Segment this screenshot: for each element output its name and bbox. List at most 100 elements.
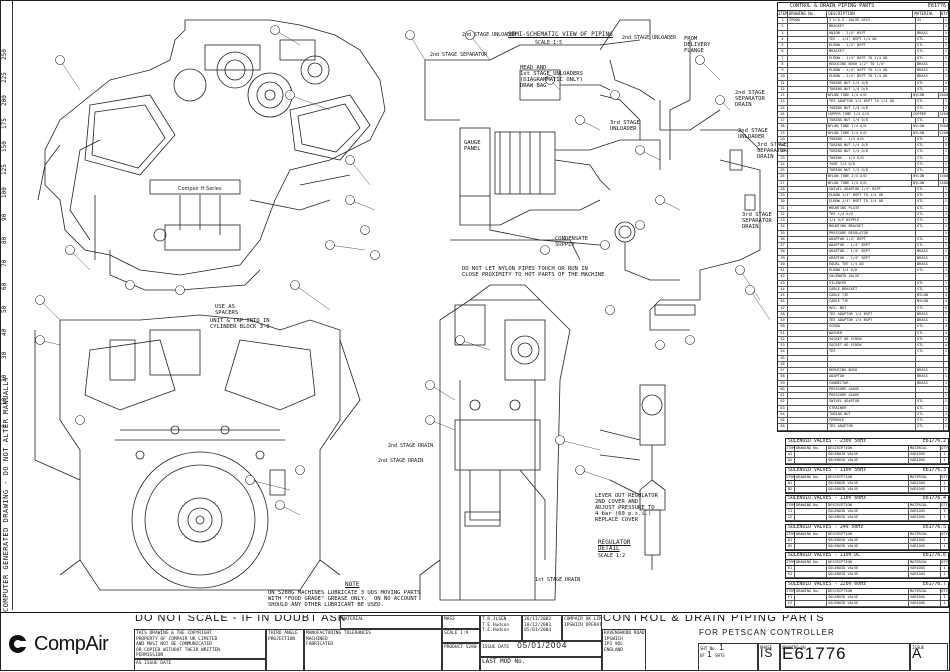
- item-balloons: [35, 25, 755, 510]
- stage2-unloader-mid-label: 2nd STAGE UNLOADER: [738, 128, 768, 140]
- cell-description: [828, 355, 916, 361]
- cell-item: 22: [778, 149, 788, 155]
- cell-item: 59: [778, 380, 788, 386]
- cell-material: VARIOUS: [909, 515, 941, 520]
- header-qty: QTY: [941, 446, 948, 450]
- cell-drawing-no: [788, 36, 828, 42]
- cell-material: NYLON: [912, 174, 940, 180]
- cell-item: C1: [786, 509, 795, 514]
- cell-drawing-no: [788, 311, 828, 317]
- cell-item: 55: [778, 355, 788, 361]
- cell-description: PRESSURE REGULATOR: [828, 230, 916, 236]
- regulator-detail-scale: SCALE 1:2: [598, 553, 626, 559]
- cell-description: CABLE TIE: [828, 299, 916, 305]
- issue-date-note: AS ISSUE DATE: [136, 661, 172, 666]
- cell-item: 45: [778, 293, 788, 299]
- cell-drawing-no: [788, 293, 828, 299]
- cell-material: STL: [916, 399, 944, 405]
- cell-material: [916, 386, 944, 392]
- cell-item: 47: [778, 305, 788, 311]
- cell-material: STL: [916, 305, 944, 311]
- cell-item: 46: [778, 299, 788, 305]
- cell-drawing-no: [788, 299, 828, 305]
- cell-qty: 1: [943, 543, 946, 548]
- cell-qty: 2200: [939, 130, 948, 135]
- cell-material: NYLON: [912, 180, 940, 186]
- solenoid-title-text: SOLENOID VALVES - 110V 50Hz: [788, 467, 866, 473]
- cell-material: NYLON: [912, 124, 940, 130]
- cell-item: 31: [778, 205, 788, 211]
- cell-material: STL: [916, 55, 944, 61]
- cell-item: 44: [778, 286, 788, 292]
- cell-drawing-no: [795, 594, 827, 600]
- cell-qty: 1: [944, 261, 948, 266]
- cell-item: B1: [786, 480, 795, 486]
- cell-item: 14: [778, 99, 788, 105]
- solenoid-title-text: SOLENOID VALVES - 220V 60Hz: [788, 581, 866, 587]
- cell-description: 2 U.D.S. VALVE ASSY: [828, 18, 916, 24]
- cell-item: 28: [778, 186, 788, 192]
- cell-description: SOLENOID VALVE: [827, 452, 909, 457]
- cell-qty: 1: [944, 55, 948, 60]
- company-name: COMPAIR UK LIMITED IPSWICH OPERATIONS: [564, 617, 602, 628]
- drawing-title-cell: CONTROL & DRAIN PIPING PARTS: [602, 615, 948, 629]
- cell-drawing-no: [788, 30, 828, 36]
- cell-qty: 4: [944, 299, 948, 304]
- cell-qty: 1: [944, 99, 948, 104]
- cell-description: SOLENOID VALVE: [828, 274, 916, 280]
- cell-qty: 1: [944, 399, 948, 404]
- cell-description: BRACKET: [828, 24, 916, 30]
- cell-description: SOLENOID VALVE: [827, 566, 909, 571]
- cell-item: 34: [778, 224, 788, 230]
- cell-item: E2: [786, 572, 795, 577]
- cell-item: 18: [778, 124, 788, 130]
- parts-table: CONTROL & DRAIN PIPING PARTS E61776 ITEM…: [777, 2, 949, 432]
- header-drawing-no: DRAWING No.: [795, 503, 827, 508]
- cell-material: VARIOUS: [909, 543, 941, 549]
- cell-material: STL: [916, 218, 944, 224]
- date-checked: 18/12/2002: [524, 622, 552, 628]
- tolerances-cell: MANUFACTURING TOLERANCES MACHINED FABRIC…: [304, 629, 442, 671]
- cell-qty: 1: [943, 572, 946, 576]
- cell-drawing-no: [788, 361, 828, 367]
- cell-description: HEX. NUT: [828, 305, 916, 311]
- cell-description: TEE 1/4 O/D: [828, 211, 916, 217]
- cell-description: TUBING NUT 1/4 O/D: [828, 149, 916, 155]
- item-balloon: [360, 225, 370, 235]
- cell-description: WASHER: [828, 330, 916, 336]
- cell-qty: 1: [943, 566, 946, 570]
- cell-description: ADAPTOR - 1/4" BSPT: [828, 255, 916, 261]
- header-qty: QTY: [941, 560, 948, 564]
- cell-description: SOLENOID VALVE: [827, 486, 909, 492]
- cell-qty: 1: [944, 224, 948, 229]
- cell-description: TUBING NUT 1/4 O/D: [828, 86, 916, 92]
- cell-drawing-no: [788, 336, 828, 342]
- cell-material: STL: [916, 286, 944, 292]
- cell-drawing-no: [788, 80, 828, 86]
- cell-description: CONNECTOR: [828, 380, 916, 386]
- cell-material: STL: [916, 161, 944, 167]
- cell-item: 63: [778, 405, 788, 411]
- gauge-panel-label: GAUGE PANEL: [464, 140, 481, 152]
- cell-material: STL: [916, 280, 944, 286]
- cell-qty: 1: [944, 255, 948, 260]
- cell-qty: 1500: [939, 174, 948, 179]
- cell-item: 33: [778, 218, 788, 224]
- cell-description: TEE ADAPTOR 1/4 BSPT: [828, 318, 916, 324]
